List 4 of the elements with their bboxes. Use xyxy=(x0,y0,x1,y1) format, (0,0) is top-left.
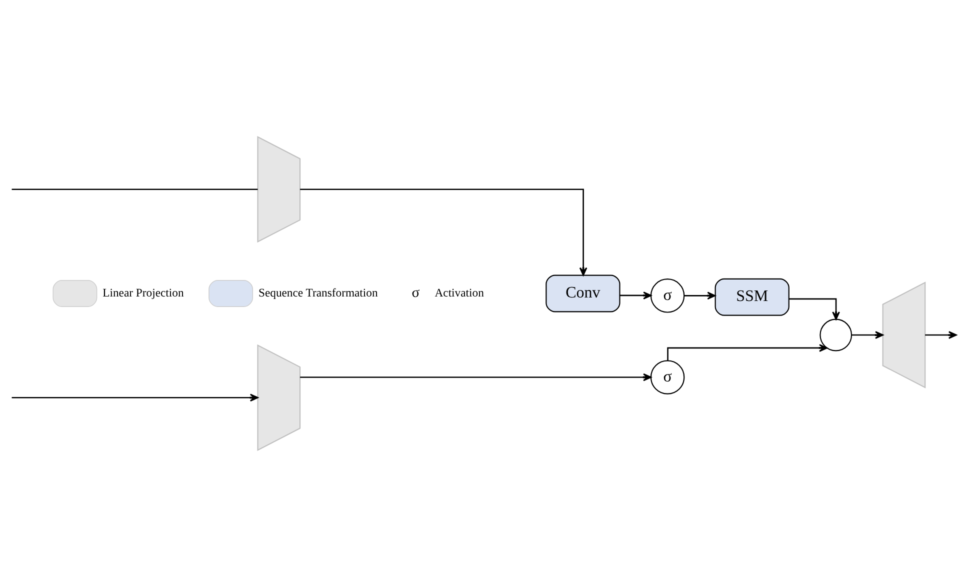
legend-label: Linear Projection xyxy=(102,286,184,300)
label: σ xyxy=(412,285,420,302)
legend-label: Activation xyxy=(434,286,484,300)
legend-label: Sequence Transformation xyxy=(258,286,378,300)
